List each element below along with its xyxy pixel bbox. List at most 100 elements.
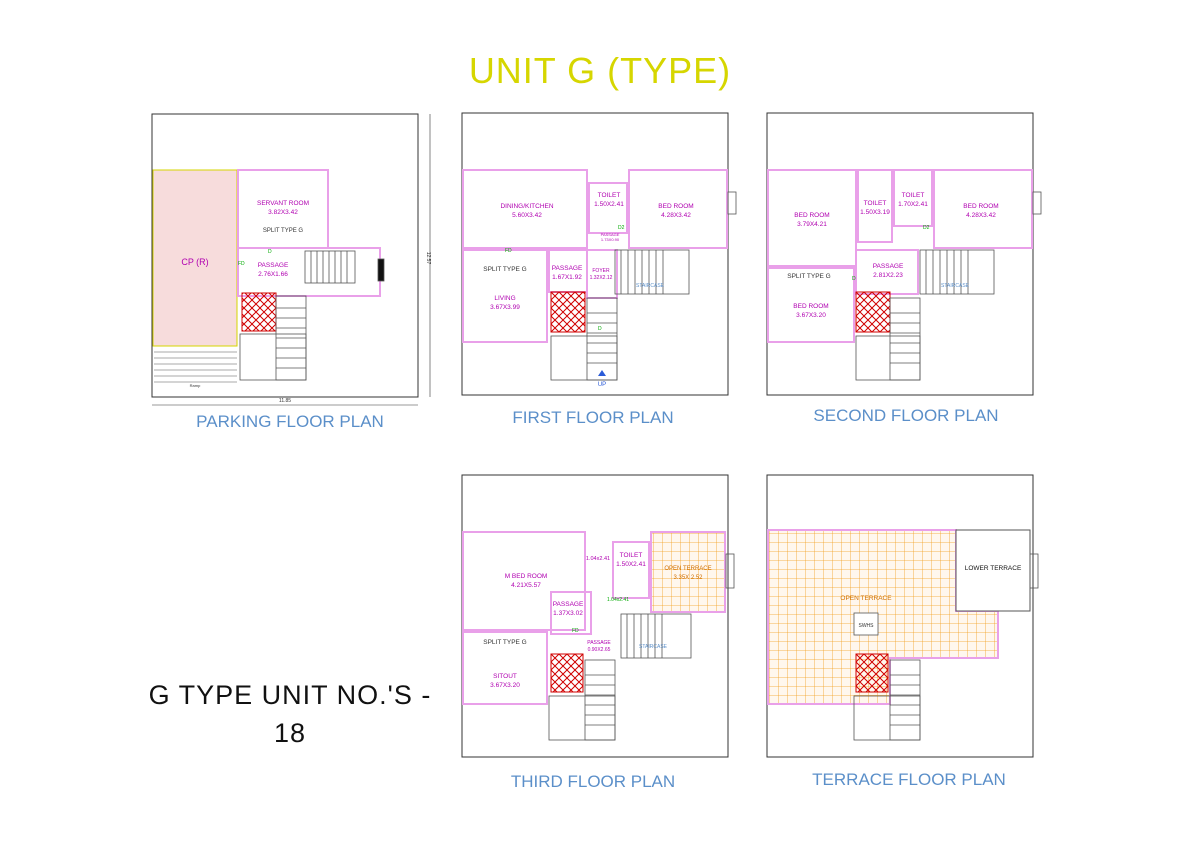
terrace-floor-plan: OPEN TERRACE LOWER TERRACE SWHS: [766, 474, 1039, 758]
terrace-label: OPEN TERRACE: [664, 566, 711, 572]
toilet: [612, 541, 650, 599]
staircase: [620, 613, 692, 659]
stair-flight: [855, 297, 921, 381]
bed2-label: BED ROOM: [963, 203, 998, 210]
lower-terrace-label: LOWER TERRACE: [965, 565, 1022, 572]
second-plan-caption: SECOND FLOOR PLAN: [813, 406, 999, 425]
toilet-label: TOILET: [598, 192, 621, 199]
toilet-dim: 1.50X2.41: [594, 201, 624, 208]
terrace-plan-caption: TERRACE FLOOR PLAN: [812, 770, 1006, 789]
servant-room-dim: 3.82X3.42: [268, 209, 298, 216]
bed3-label: BED ROOM: [793, 303, 828, 310]
stair-flight: [853, 659, 921, 741]
plot-boundary: [151, 113, 419, 398]
fd-label: FD: [238, 261, 245, 267]
dim-note-2: 1.04x2.41: [607, 597, 629, 603]
bed-dim: 4.28X3.42: [661, 212, 691, 219]
toilet: [588, 182, 628, 234]
width-dimension: 11.85: [279, 398, 291, 404]
toilet1-dim: 1.50X3.19: [860, 209, 890, 216]
parking-floor-plan: CP (R) Ramp SERVANT ROOM 3.82X3.42 SPLIT…: [151, 113, 431, 406]
passage2-label: PASSAGE: [587, 640, 611, 646]
passage-dim: 1.37X3.02: [553, 610, 583, 617]
bed-room-1: [767, 169, 857, 267]
passage: [550, 591, 592, 635]
up-arrow-icon: [598, 370, 606, 376]
toilet-2: [893, 169, 933, 227]
servant-room-label: SERVANT ROOM: [257, 200, 309, 207]
window-right: [1029, 553, 1039, 589]
units-note-line-2: 18: [273, 718, 307, 748]
swhs-box: [853, 612, 879, 636]
first-plan-caption: FIRST FLOOR PLAN: [512, 408, 674, 427]
bed-label: BED ROOM: [658, 203, 693, 210]
second-floor-plan: BED ROOM 3.79X4.21 TOILET 1.50X3.19 TOIL…: [766, 112, 1042, 396]
first-floor-plan: DINING/KITCHEN 5.60X3.42 TOILET 1.50X2.4…: [461, 112, 737, 396]
passage-label: PASSAGE: [258, 262, 289, 269]
stair-flight: [239, 295, 307, 381]
split-label: SPLIT TYPE G: [263, 228, 303, 234]
passage-label: PASSAGE: [553, 601, 584, 608]
dining-dim: 5.60X3.42: [512, 212, 542, 219]
dim-note-1: 1.04x2.41: [586, 556, 610, 562]
mbed-label: M BED ROOM: [505, 573, 548, 580]
duct-hatch: [550, 291, 586, 333]
staircase: [614, 249, 690, 295]
duct-hatch: [241, 292, 277, 332]
open-terrace: [650, 531, 726, 613]
window-right: [725, 553, 735, 589]
passage-small-label: PASSAGE: [601, 232, 620, 237]
open-terrace-label: OPEN TERRACE: [840, 595, 892, 602]
car-parking-area: [152, 169, 238, 347]
duct-hatch: [855, 653, 889, 693]
master-bed-room: [462, 531, 586, 631]
fd-label: FD: [505, 248, 512, 254]
bed2-dim: 4.28X3.42: [966, 212, 996, 219]
staircase: [304, 250, 385, 284]
d2-label: D2: [923, 225, 930, 231]
mbed-dim: 4.21X5.57: [511, 582, 541, 589]
split-label: SPLIT TYPE G: [483, 266, 526, 273]
foyer-dim: 1.32X2.12: [590, 275, 613, 281]
window-right: [727, 191, 737, 215]
height-dimension: 12.57: [425, 252, 431, 265]
toilet-dim: 1.50X2.41: [616, 561, 646, 568]
d-label: D: [852, 276, 856, 282]
units-note: G TYPE UNIT NO.'S - 18: [140, 676, 440, 752]
page-title: UNIT G (TYPE): [468, 50, 732, 91]
dining-kitchen-room: [462, 169, 588, 249]
bed1-dim: 3.79X4.21: [797, 221, 827, 228]
toilet-label: TOILET: [620, 552, 643, 559]
stair-flight: [548, 659, 616, 741]
terrace-dim: 3.35X 2.52: [673, 575, 703, 581]
ramp: [154, 351, 237, 383]
stair-flight: [550, 297, 618, 381]
bed-room-2: [933, 169, 1033, 249]
sitout: [462, 631, 548, 705]
foyer-label: FOYER: [592, 268, 610, 274]
bed-room-3: [767, 267, 855, 343]
window-right: [1032, 191, 1042, 215]
cp-label: CP (R): [181, 257, 208, 267]
duct-hatch: [550, 653, 584, 693]
units-note-line-1: G TYPE UNIT NO.'S -: [148, 680, 432, 710]
dining-label: DINING/KITCHEN: [500, 203, 553, 210]
ramp-label: Ramp: [190, 383, 201, 388]
parking-plan-caption: PARKING FLOOR PLAN: [196, 412, 384, 431]
bed3-dim: 3.67X3.20: [796, 312, 826, 319]
living-room: [462, 249, 548, 343]
dimension-lines: [152, 114, 431, 406]
third-plan-caption: THIRD FLOOR PLAN: [510, 772, 676, 791]
bed-room: [628, 169, 728, 249]
staircase-label: STAIRCASE: [941, 283, 970, 289]
toilet-1: [857, 169, 893, 243]
passage-dim: 1.67X1.92: [552, 274, 582, 281]
sitout-dim: 3.67X3.20: [490, 682, 520, 689]
up-label: UP: [598, 382, 606, 388]
swhs-label: SWHS: [859, 623, 875, 629]
toilet2-label: TOILET: [902, 192, 925, 199]
split-label: SPLIT TYPE G: [483, 639, 526, 646]
passage-dim: 2.81X2.23: [873, 272, 903, 279]
living-dim: 3.67X3.99: [490, 304, 520, 311]
passage-label: PASSAGE: [873, 263, 904, 270]
